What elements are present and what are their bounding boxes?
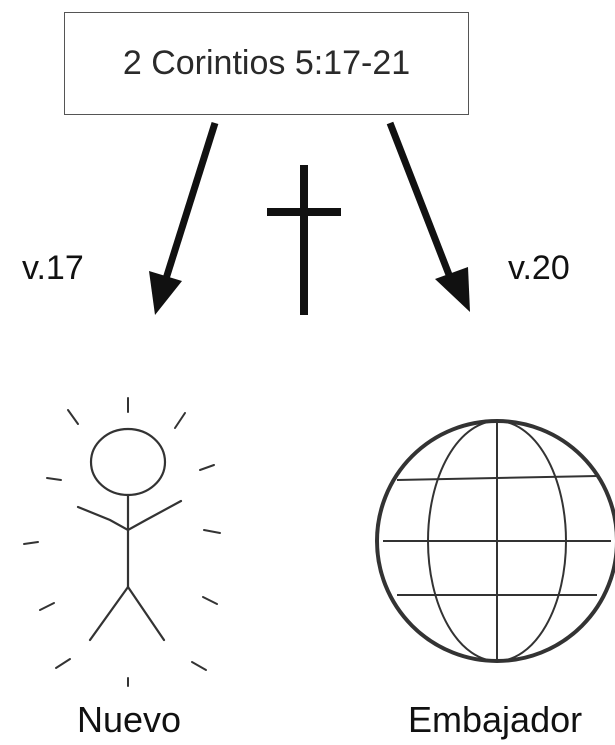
right-caption: Embajador: [408, 699, 583, 740]
globe-icon: [375, 419, 615, 663]
radiance-rays: [23, 397, 221, 687]
left-caption: Nuevo: [77, 699, 182, 740]
left-verse-label: v.17: [22, 249, 84, 287]
title-box: 2 Corintios 5:17-21: [64, 12, 469, 115]
left-arrow: [149, 121, 219, 315]
right-verse-label: v.20: [508, 249, 570, 287]
right-arrow: [386, 121, 470, 312]
stick-figure-icon: [23, 397, 221, 687]
cross-icon: [267, 165, 341, 315]
diagram-title: 2 Corintios 5:17-21: [122, 44, 411, 82]
